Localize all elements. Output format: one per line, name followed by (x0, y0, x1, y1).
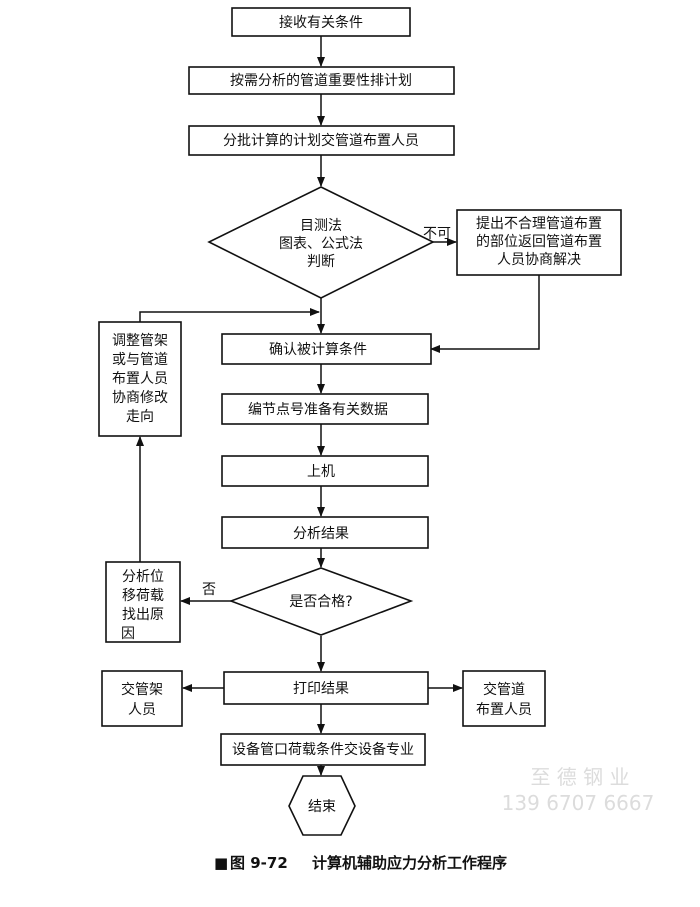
connectors (136, 36, 540, 776)
node-l2-line-2: 移荷载 (122, 588, 164, 604)
node-r1: 提出不合理管道布置 的部位返回管道布置 人员协商解决 (456, 209, 622, 276)
watermark-phone: 139 6707 6667 (502, 791, 655, 815)
node-l2-line-3: 找出原 (122, 607, 164, 623)
figure-caption: ■ 图 9-72 计算机辅助应力分析工作程序 (214, 854, 507, 872)
node-rb-line-1: 交管道 (483, 681, 525, 698)
node-l1: 调整管架 或与管道 布置人员 协商修改 走向 (98, 321, 182, 437)
node-n7-label: 分析结果 (293, 526, 349, 542)
node-n5-label: 编节点号准备有关数据 (248, 401, 388, 418)
node-l1-line-4: 协商修改 (112, 390, 168, 406)
decision-d1: 目测法 图表、公式法 判断 (207, 186, 435, 299)
edge-label-no1: 不可 (423, 226, 451, 242)
node-l1-line-3: 布置人员 (112, 371, 168, 387)
node-lb: 交管架 人员 (101, 670, 183, 727)
decision-d1-line-1: 目测法 (300, 218, 342, 234)
node-n1: 接收有关条件 (231, 7, 411, 37)
node-r1-line-3: 人员协商解决 (497, 252, 581, 268)
node-end: 结束 (288, 775, 356, 836)
caption-number: 图 9-72 (230, 854, 288, 872)
node-r1-line-2: 的部位返回管道布置 (476, 234, 602, 250)
node-n5: 编节点号准备有关数据 (221, 393, 429, 425)
decision-d2: 是否合格? (228, 567, 414, 636)
node-r1-line-1: 提出不合理管道布置 (476, 216, 602, 232)
node-n7: 分析结果 (221, 516, 429, 549)
node-n6-label: 上机 (307, 464, 335, 480)
node-n8-label: 打印结果 (293, 680, 349, 697)
node-rb-line-2: 布置人员 (476, 702, 532, 718)
node-l1-line-1: 调整管架 (112, 333, 168, 349)
node-n2-label: 按需分析的管道重要性排计划 (230, 73, 412, 89)
node-n3: 分批计算的计划交管道布置人员 (188, 125, 455, 156)
node-l1-line-2: 或与管道 (112, 352, 168, 368)
node-l2-line-4: 因 (121, 626, 135, 642)
watermark: 至 德 钢 业 139 6707 6667 (502, 765, 655, 815)
caption-marker: ■ (214, 854, 228, 872)
watermark-name: 至 德 钢 业 (530, 765, 629, 789)
node-n4: 确认被计算条件 (221, 333, 432, 365)
decision-d1-line-2: 图表、公式法 (279, 236, 363, 252)
node-l1-line-5: 走向 (126, 409, 154, 425)
node-end-label: 结束 (308, 799, 336, 815)
node-n4-label: 确认被计算条件 (269, 341, 367, 358)
edge-label-no2: 否 (202, 582, 216, 598)
node-n9-label: 设备管口荷载条件交设备专业 (232, 741, 414, 758)
arrow-l1-merge (139, 308, 320, 322)
node-n2: 按需分析的管道重要性排计划 (188, 66, 455, 95)
arrow-r1-n4 (430, 275, 540, 353)
node-l2: 分析位 移荷载 找出原 因 (105, 561, 181, 643)
decision-d1-line-3: 判断 (307, 254, 335, 270)
node-n9: 设备管口荷载条件交设备专业 (220, 733, 426, 766)
decision-d2-label: 是否合格? (289, 594, 352, 610)
node-rb: 交管道 布置人员 (462, 670, 546, 727)
node-l2-line-1: 分析位 (122, 569, 164, 585)
node-n8: 打印结果 (223, 671, 429, 705)
node-n1-label: 接收有关条件 (279, 14, 363, 31)
node-lb-line-1: 交管架 (121, 681, 163, 698)
node-n3-label: 分批计算的计划交管道布置人员 (223, 132, 419, 149)
node-lb-line-2: 人员 (128, 702, 156, 718)
caption-title: 计算机辅助应力分析工作程序 (312, 854, 507, 872)
node-n6: 上机 (221, 455, 429, 487)
